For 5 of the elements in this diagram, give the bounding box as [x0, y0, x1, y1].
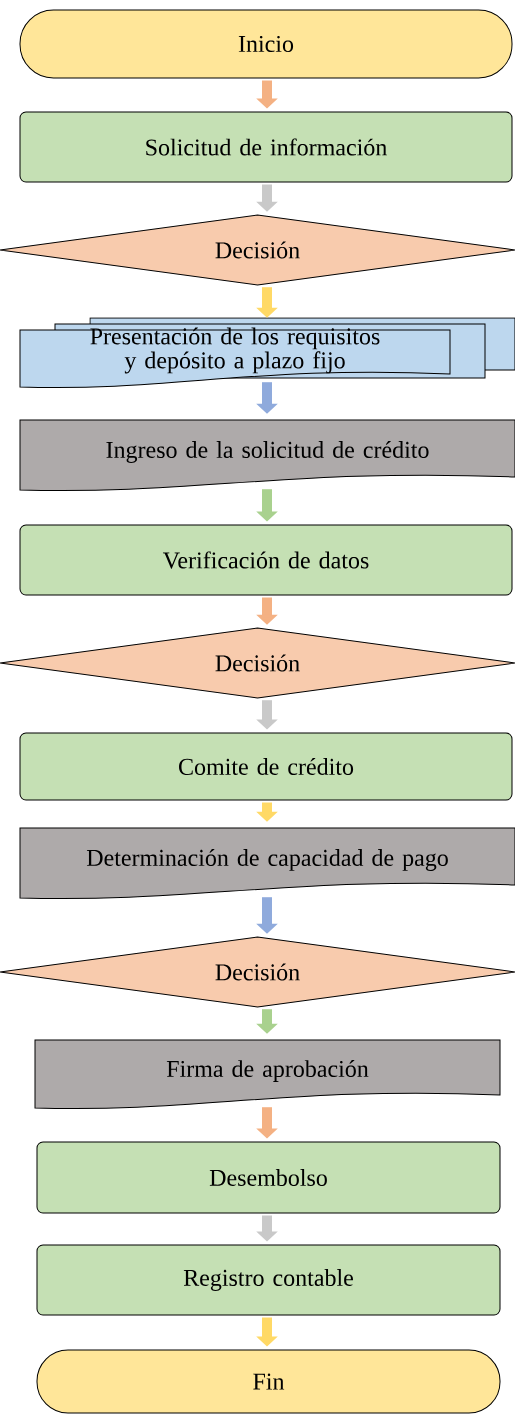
process-box: Verificación de datos — [19, 524, 513, 596]
process-box: Registro contable — [36, 1244, 501, 1316]
process-box: Solicitud de información — [19, 111, 513, 183]
process-box: Comite de crédito — [19, 732, 513, 801]
process-box: Desembolso — [36, 1141, 501, 1214]
